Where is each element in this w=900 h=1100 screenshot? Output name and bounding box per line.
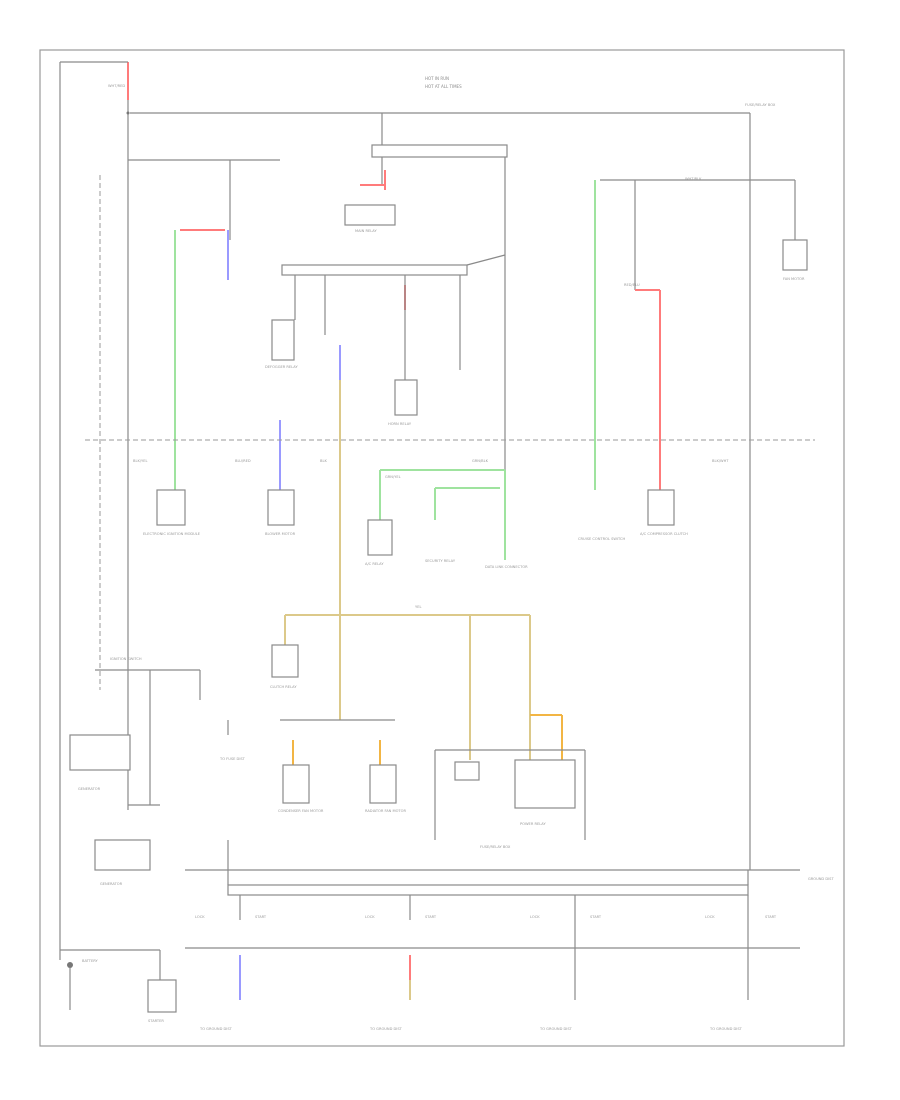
fuse-relay-box-mid-label: FUSE/RELAY BOX xyxy=(480,845,511,849)
battery-starter: BATTERY STARTER xyxy=(60,949,177,1023)
switch-group-1: LOCK START TO GROUND DIST xyxy=(195,895,267,1031)
clutch-relay-label: CLUTCH RELAY xyxy=(270,685,297,689)
defogger-relay-label: DEFOGGER RELAY xyxy=(265,365,298,369)
power-relay-label: POWER RELAY xyxy=(520,822,546,826)
main-relay xyxy=(344,204,396,226)
power-relay xyxy=(514,759,576,809)
data-link-label: DATA LINK CONNECTOR xyxy=(485,565,528,569)
switch-1-lock: LOCK xyxy=(195,915,205,919)
battery-label: BATTERY xyxy=(82,959,99,963)
center-yel-feed: CLUTCH RELAY CONDENSER FAN MOTOR RADIATO… xyxy=(270,345,563,813)
to-ground-dist-d: TO GROUND DIST xyxy=(709,1027,743,1031)
right-main-feed: FAN MOTOR xyxy=(600,113,808,870)
legend: HOT IN RUN HOT AT ALL TIMES xyxy=(425,76,462,89)
lower-distribution-bar xyxy=(227,840,749,896)
switch-4-start: START xyxy=(765,915,777,919)
fan-motor-label: FAN MOTOR xyxy=(783,277,805,281)
legend-hot-run: HOT IN RUN xyxy=(425,76,449,81)
switch-3-lock: LOCK xyxy=(530,915,540,919)
wire-yel: YEL xyxy=(415,605,421,609)
switch-group-3: LOCK START TO GROUND DIST xyxy=(530,895,602,1031)
switch-3-start: START xyxy=(590,915,602,919)
main-relay-label: MAIN RELAY xyxy=(355,229,377,233)
wire-blu-red: BLU/RED xyxy=(235,459,251,463)
defogger-relay xyxy=(271,319,295,361)
switch-2-start: START xyxy=(425,915,437,919)
ignition-switch-label: IGNITION SWITCH xyxy=(110,657,142,661)
radiator-fan-label: RADIATOR FAN MOTOR xyxy=(365,809,406,813)
blower-motor xyxy=(267,489,295,526)
ac-compressor-clutch xyxy=(647,489,675,526)
security-relay-label: SECURITY RELAY xyxy=(425,559,456,563)
switch-1-start: START xyxy=(255,915,267,919)
clutch-relay xyxy=(271,644,299,678)
blower-motor-label: BLOWER MOTOR xyxy=(265,532,296,536)
horn-relay xyxy=(394,379,418,416)
switch-4-lock: LOCK xyxy=(705,915,715,919)
generator-1-label: GENERATOR xyxy=(78,787,101,791)
to-fuse-dist-label: TO FUSE DIST xyxy=(219,757,246,761)
radiator-fan-motor xyxy=(369,764,397,804)
battery-feed xyxy=(59,61,280,960)
to-ground-dist-a: TO GROUND DIST xyxy=(199,1027,233,1031)
generator-circuit: IGNITION SWITCH GENERATOR GENERATOR TO F… xyxy=(69,657,246,886)
wire-grn-yel: GRN/YEL xyxy=(385,475,401,479)
right-circuits: CRUISE CONTROL SWITCH A/C COMPRESSOR CLU… xyxy=(578,180,688,541)
wire-grn-blk: GRN/BLK xyxy=(472,459,489,463)
wire-blk-yel: BLK/YEL xyxy=(133,459,148,463)
switch-group-2: LOCK START TO GROUND DIST xyxy=(365,895,437,1031)
ac-relay xyxy=(367,519,393,556)
ignition-module-label: ELECTRONIC IGNITION MODULE xyxy=(143,532,201,536)
upper-fuse-bar: MAIN RELAY xyxy=(344,113,508,470)
generator-2-label: GENERATOR xyxy=(100,882,123,886)
diagram-frame xyxy=(39,49,845,1047)
wire-wht-red: WHT/RED xyxy=(108,84,125,88)
wire-wht-blk: WHT/BLK xyxy=(685,177,702,181)
condenser-fan-motor xyxy=(282,764,310,804)
top-power-bus: FUSE/RELAY BOX xyxy=(130,103,776,114)
mid-fuse-bar: DEFOGGER RELAY HORN RELAY xyxy=(265,254,506,426)
condenser-fan-label: CONDENSER FAN MOTOR xyxy=(278,809,324,813)
blower-circuit: BLOWER MOTOR BLU/RED xyxy=(235,420,296,536)
switch-2-lock: LOCK xyxy=(365,915,375,919)
starter-label: STARTER xyxy=(148,1019,164,1023)
legend-hot-always: HOT AT ALL TIMES xyxy=(425,84,462,89)
fuse-relay-box-top-label: FUSE/RELAY BOX xyxy=(745,103,776,107)
wire-red-blu: RED/BLU xyxy=(624,283,640,287)
wire-blk-wht: BLK/WHT xyxy=(712,459,729,463)
fan-motor xyxy=(782,239,808,271)
to-ground-dist-b: TO GROUND DIST xyxy=(369,1027,403,1031)
cruise-switch-label: CRUISE CONTROL SWITCH xyxy=(578,537,625,541)
ac-security-circuit: A/C RELAY SECURITY RELAY DATA LINK CONNE… xyxy=(365,469,528,569)
switch-group-4: LOCK START TO GROUND DIST xyxy=(705,895,777,1031)
ac-compressor-label: A/C COMPRESSOR CLUTCH xyxy=(640,532,688,536)
ground-dist-label: GROUND DIST xyxy=(808,877,834,881)
wire-blk: BLK xyxy=(320,459,327,463)
electronic-ignition-module xyxy=(156,489,186,526)
ac-relay-label: A/C RELAY xyxy=(365,562,384,566)
mid-fuse-relay-box: POWER RELAY FUSE/RELAY BOX xyxy=(434,749,586,849)
horn-relay-label: HORN RELAY xyxy=(388,422,412,426)
to-ground-dist-c: TO GROUND DIST xyxy=(539,1027,573,1031)
ignition-module-circuit: ELECTRONIC IGNITION MODULE xyxy=(143,229,229,536)
